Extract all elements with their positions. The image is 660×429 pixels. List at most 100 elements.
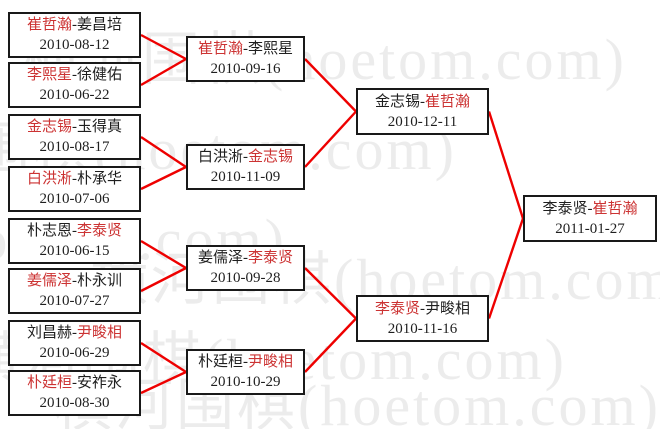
watermark-text: 横河围棋(hoetom.com)	[54, 373, 660, 429]
match-date: 2010-11-09	[210, 169, 281, 185]
name-separator: -	[72, 17, 77, 33]
match-date: 2010-06-22	[39, 87, 110, 103]
player1-name-winner: 姜儒泽	[26, 273, 72, 289]
match-date: 2010-08-30	[39, 395, 110, 411]
match-date: 2010-12-11	[387, 113, 458, 130]
player1-name: 朴志恩	[26, 223, 72, 239]
name-separator: -	[72, 67, 77, 83]
match-players: 刘昌赫-尹畯相	[10, 323, 139, 343]
player1-name-winner: 李熙星	[26, 67, 72, 83]
player2-name: 安祚永	[77, 375, 123, 391]
bracket-connector	[487, 218, 525, 319]
bracket-connector	[140, 57, 187, 87]
name-separator: -	[72, 375, 77, 391]
match-players: 崔哲瀚-姜昌培	[10, 15, 139, 35]
match-box-r1-m7: 刘昌赫-尹畯相 2010-06-29	[8, 320, 141, 366]
player1-name: 刘昌赫	[26, 325, 72, 341]
match-date: 2011-01-27	[555, 220, 625, 237]
name-separator: -	[420, 93, 425, 110]
match-date: 2010-06-15	[39, 243, 110, 259]
match-players: 朴廷桓-尹畯相	[188, 352, 303, 372]
player2-name: 朴永训	[77, 273, 123, 289]
match-date: 2010-09-16	[210, 61, 281, 77]
match-date: 2010-11-16	[387, 320, 458, 337]
player2-name: 尹畯相	[425, 300, 471, 317]
player2-name-winner: 尹畯相	[248, 354, 294, 370]
player1-name: 白洪淅	[197, 149, 243, 165]
match-date: 2010-07-27	[39, 293, 110, 309]
player1-name-winner: 李泰贤	[374, 300, 420, 317]
match-box-r1-m6: 姜儒泽-朴永训 2010-07-27	[8, 268, 141, 314]
bracket-connector	[140, 370, 187, 395]
bracket-connector	[140, 239, 187, 270]
match-box-r2-m2: 白洪淅-金志锡 2010-11-09	[186, 144, 305, 190]
match-date: 2010-07-06	[39, 191, 110, 207]
player1-name-winner: 白洪淅	[26, 171, 72, 187]
bracket-connector	[304, 110, 357, 168]
player1-name: 金志锡	[374, 93, 420, 110]
player1-name-winner: 崔哲瀚	[197, 41, 243, 57]
match-box-r1-m5: 朴志恩-李泰贤 2010-06-15	[8, 218, 141, 264]
player2-name-winner: 崔哲瀚	[592, 200, 638, 217]
match-date: 2010-08-12	[39, 37, 110, 53]
name-separator: -	[72, 171, 77, 187]
match-box-r1-m8: 朴廷桓-安祚永 2010-08-30	[8, 370, 141, 416]
name-separator: -	[72, 119, 77, 135]
match-players: 姜儒泽-李泰贤	[188, 248, 303, 268]
match-players: 白洪淅-金志锡	[188, 147, 303, 167]
player2-name-winner: 李泰贤	[77, 223, 123, 239]
match-date: 2010-06-29	[39, 345, 110, 361]
bracket-connector	[304, 317, 357, 373]
match-players: 金志锡-玉得真	[10, 117, 139, 137]
player2-name-winner: 尹畯相	[77, 325, 123, 341]
match-box-r1-m1: 崔哲瀚-姜昌培 2010-08-12	[8, 12, 141, 58]
player2-name-winner: 崔哲瀚	[425, 93, 471, 110]
bracket-connector	[140, 136, 187, 168]
match-players: 姜儒泽-朴永训	[10, 271, 139, 291]
name-separator: -	[243, 41, 248, 57]
bracket-connector	[487, 111, 525, 219]
bracket-connector	[304, 58, 357, 113]
match-players: 李泰贤-尹畯相	[358, 299, 487, 319]
player1-name-winner: 金志锡	[26, 119, 72, 135]
name-separator: -	[72, 273, 77, 289]
match-box-r2-m4: 朴廷桓-尹畯相 2010-10-29	[186, 349, 305, 395]
player1-name: 李泰贤	[542, 200, 588, 217]
name-separator: -	[420, 300, 425, 317]
player1-name-winner: 崔哲瀚	[26, 17, 72, 33]
match-players: 朴廷桓-安祚永	[10, 373, 139, 393]
match-players: 李泰贤-崔哲瀚	[525, 199, 655, 219]
bracket-connector	[140, 341, 187, 374]
player2-name: 玉得真	[77, 119, 123, 135]
name-separator: -	[243, 250, 248, 266]
name-separator: -	[72, 223, 77, 239]
match-box-r1-m4: 白洪淅-朴承华 2010-07-06	[8, 166, 141, 212]
player2-name: 徐健佑	[77, 67, 123, 83]
player2-name-winner: 李泰贤	[248, 250, 294, 266]
match-date: 2010-08-17	[39, 139, 110, 155]
player1-name-winner: 朴廷桓	[26, 375, 72, 391]
match-players: 李熙星-徐健佑	[10, 65, 139, 85]
player2-name: 朴承华	[77, 171, 123, 187]
match-players: 朴志恩-李泰贤	[10, 221, 139, 241]
match-players: 白洪淅-朴承华	[10, 169, 139, 189]
match-box-r1-m2: 李熙星-徐健佑 2010-06-22	[8, 62, 141, 108]
match-players: 金志锡-崔哲瀚	[358, 92, 487, 112]
player2-name: 姜昌培	[77, 17, 123, 33]
bracket-connector	[140, 165, 187, 191]
player2-name-winner: 金志锡	[248, 149, 294, 165]
name-separator: -	[587, 200, 593, 217]
match-date: 2010-10-29	[210, 374, 281, 390]
name-separator: -	[72, 325, 77, 341]
match-box-r1-m3: 金志锡-玉得真 2010-08-17	[8, 114, 141, 160]
bracket-connector	[140, 266, 187, 293]
name-separator: -	[243, 149, 248, 165]
player1-name: 姜儒泽	[197, 250, 243, 266]
player1-name: 朴廷桓	[197, 354, 243, 370]
bracket-connector	[304, 267, 357, 320]
